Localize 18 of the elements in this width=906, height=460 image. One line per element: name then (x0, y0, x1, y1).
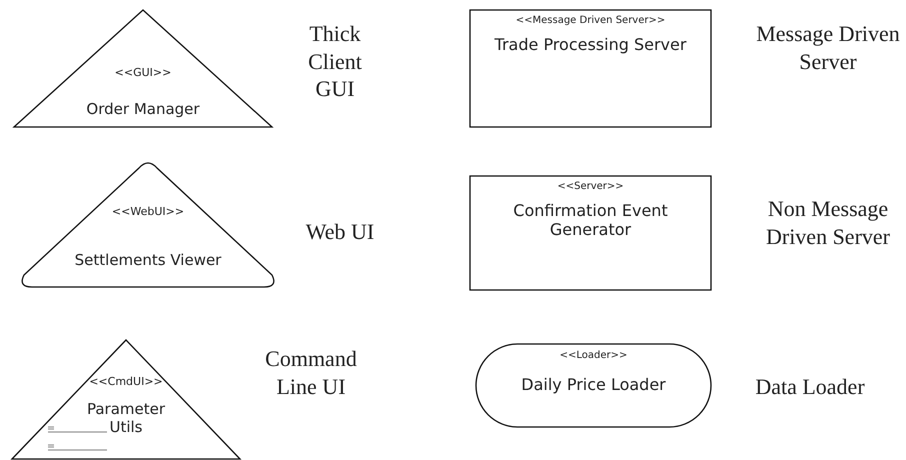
component-name: Settlements Viewer (74, 251, 222, 269)
component-type-label: Data Loader (754, 373, 866, 400)
component-name: Parameter Utils (86, 400, 166, 436)
component-name: Confirmation Event Generator (512, 201, 669, 240)
stereotype-label: <<GUI>> (114, 66, 172, 80)
component-name: Daily Price Loader (520, 375, 667, 394)
stereotype-label: <<Loader>> (558, 350, 628, 362)
stereotype-label: <<CmdUI>> (88, 375, 164, 388)
component-type-label: Message Driven Server (755, 20, 901, 75)
component-type-label: Non Message Driven Server (764, 195, 891, 250)
component-type-label: Thick Client GUI (307, 20, 363, 102)
stereotype-label: <<Message Driven Server>> (514, 15, 666, 27)
component-type-label: Command Line UI (264, 345, 358, 400)
component-name: Order Manager (85, 100, 201, 118)
component-name: Trade Processing Server (494, 35, 688, 54)
component-type-label: Web UI (304, 218, 376, 246)
stereotype-label: <<Server>> (556, 181, 625, 193)
stereotype-label: <<WebUI>> (110, 205, 186, 218)
